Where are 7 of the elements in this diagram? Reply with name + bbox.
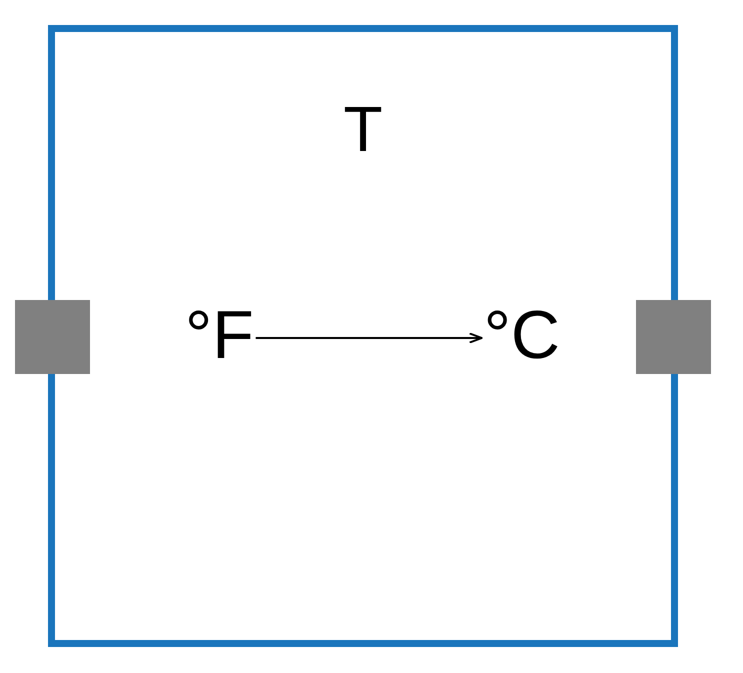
unit-label: °C — [385, 290, 560, 380]
port-square — [15, 300, 90, 374]
port-square — [636, 300, 711, 374]
block-title: T — [342, 97, 384, 161]
arrow — [256, 332, 483, 344]
unit-label: °F — [185, 290, 345, 380]
block-box — [48, 25, 678, 647]
